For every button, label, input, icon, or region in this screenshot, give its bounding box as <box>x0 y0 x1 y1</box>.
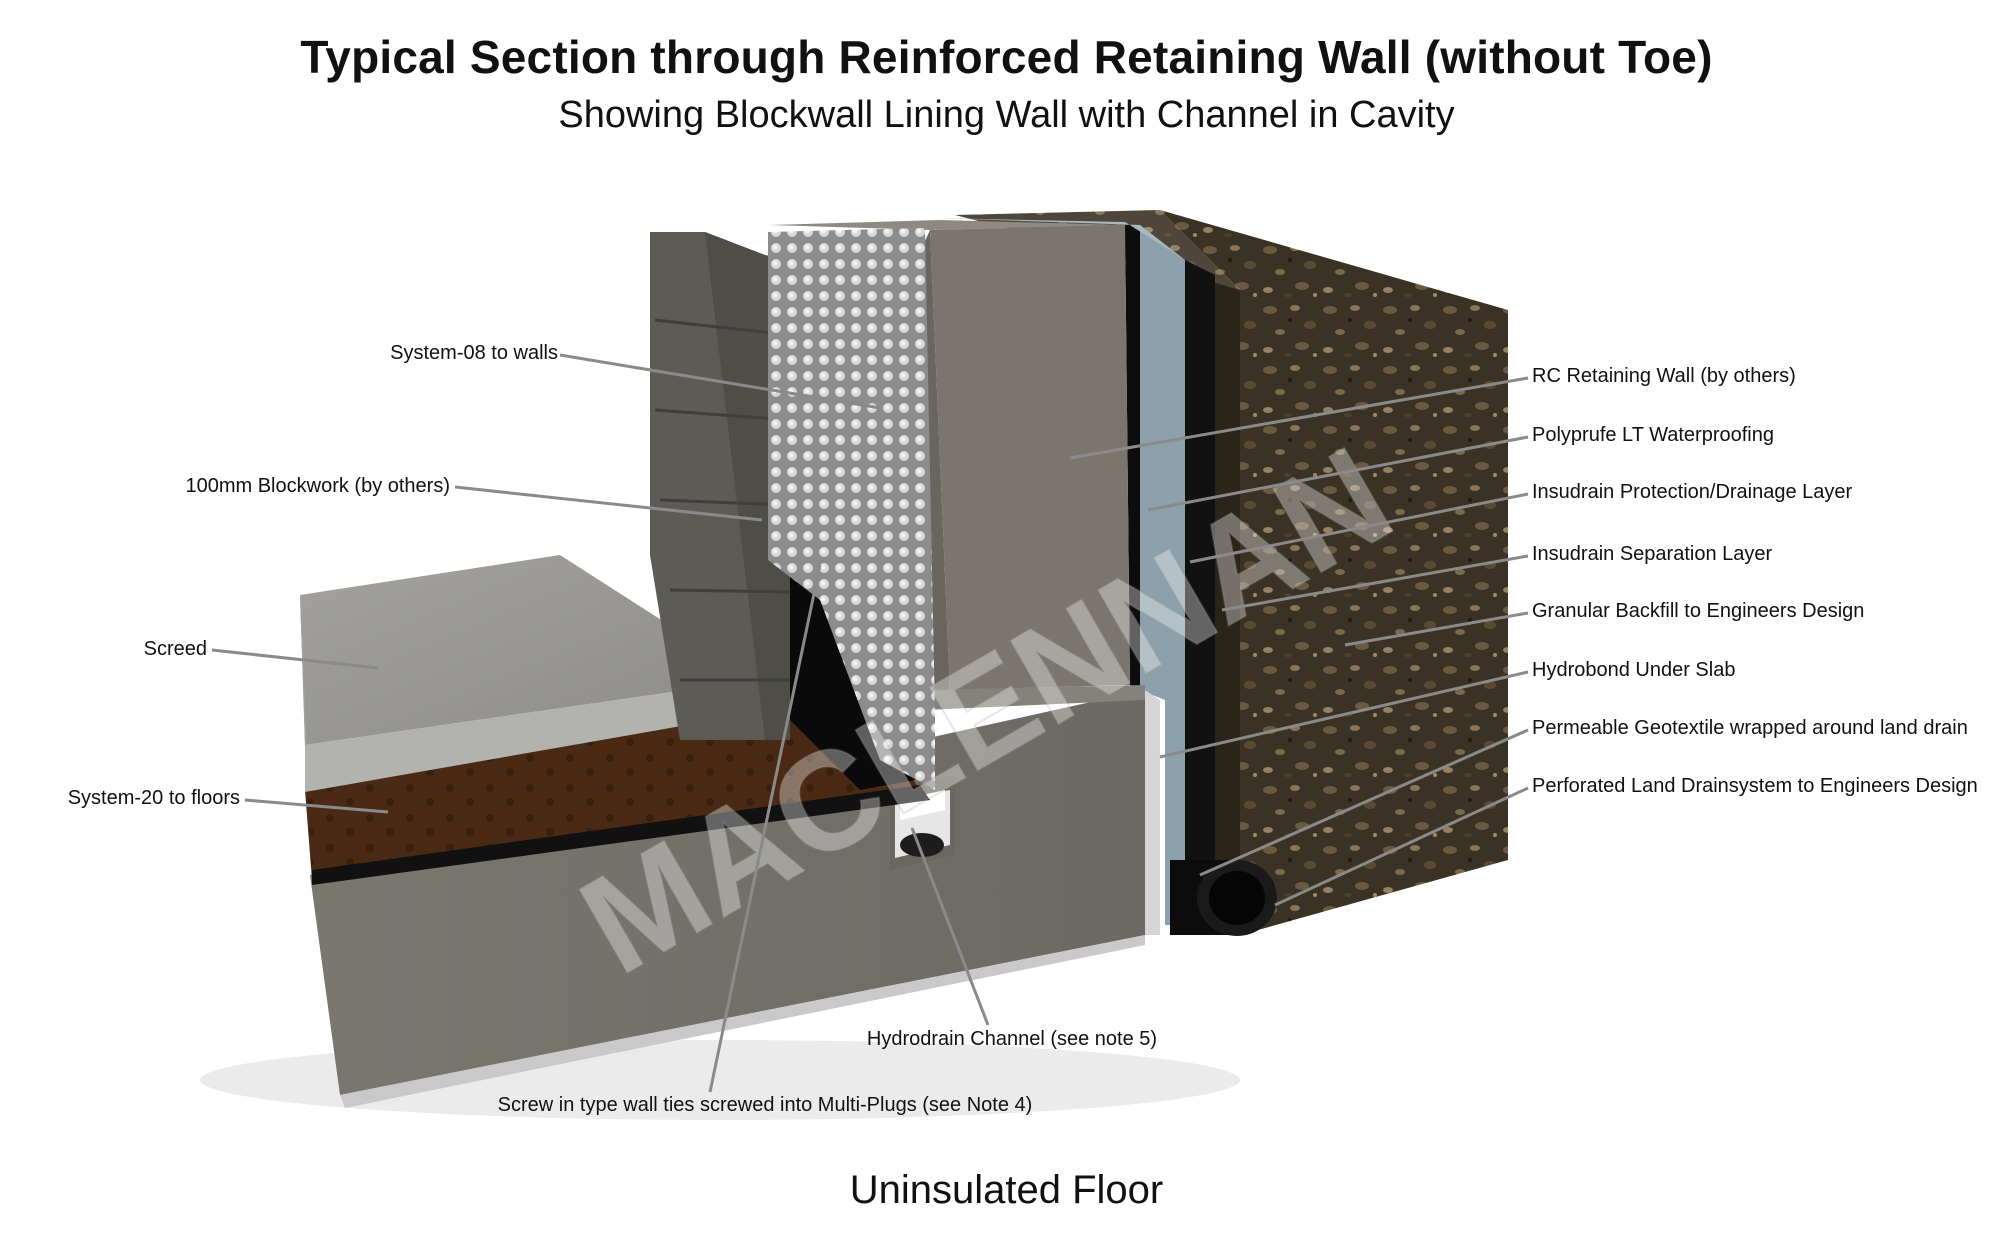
label-geotextile: Permeable Geotextile wrapped around land… <box>1532 717 1968 739</box>
label-screed: Screed <box>144 638 207 660</box>
label-blockwork: 100mm Blockwork (by others) <box>185 475 450 497</box>
insudrain-separation-layer <box>1185 260 1215 930</box>
label-system20: System-20 to floors <box>68 787 240 809</box>
leader-system08 <box>559 353 881 410</box>
system08-wall-membrane <box>768 228 935 790</box>
system20-black-edge <box>312 785 930 885</box>
polyprufe-waterproofing-layer <box>1140 225 1185 925</box>
label-insudrain-separation: Insudrain Separation Layer <box>1532 543 1772 565</box>
label-polyprufe: Polyprufe LT Waterproofing <box>1532 424 1774 446</box>
leader-hydrobond <box>1159 670 1529 759</box>
label-hydrodrain: Hydrodrain Channel (see note 5) <box>867 1028 1157 1050</box>
label-granular-backfill: Granular Backfill to Engineers Design <box>1532 600 1864 622</box>
diagram-footer: Uninsulated Floor <box>849 1168 1164 1212</box>
leader-land-drain <box>1274 786 1529 907</box>
label-screw-ties: Screw in type wall ties screwed into Mul… <box>498 1094 1033 1116</box>
leader-insudrain-separation <box>1221 554 1529 612</box>
leader-granular-backfill <box>1344 611 1529 647</box>
label-rc-wall: RC Retaining Wall (by others) <box>1532 365 1796 387</box>
leader-hydrodrain <box>910 827 990 1026</box>
land-drain-pipe <box>1170 860 1277 936</box>
diagram-subtitle: Showing Blockwall Lining Wall with Chann… <box>558 94 1455 136</box>
callout-labels: System-08 to walls 100mm Blockwork (by o… <box>68 342 1978 1116</box>
leader-screw-ties <box>708 564 822 1093</box>
leader-screed <box>211 648 379 670</box>
leader-blockwork <box>454 485 763 522</box>
leader-lines <box>211 353 1529 1093</box>
label-hydrobond: Hydrobond Under Slab <box>1532 659 1735 681</box>
leader-polyprufe <box>1147 435 1529 512</box>
label-insudrain-protection: Insudrain Protection/Drainage Layer <box>1532 481 1853 503</box>
label-land-drain: Perforated Land Drainsystem to Engineers… <box>1532 775 1978 797</box>
leader-rc-wall <box>1069 376 1529 460</box>
label-system08: System-08 to walls <box>390 342 558 364</box>
diagram-title: Typical Section through Reinforced Retai… <box>300 31 1713 83</box>
leader-geotextile <box>1199 728 1529 877</box>
leader-insudrain-protection <box>1189 492 1529 564</box>
system20-floor-membrane <box>305 700 920 880</box>
insudrain-protection-layer <box>1125 225 1140 690</box>
leader-system20 <box>244 798 389 814</box>
